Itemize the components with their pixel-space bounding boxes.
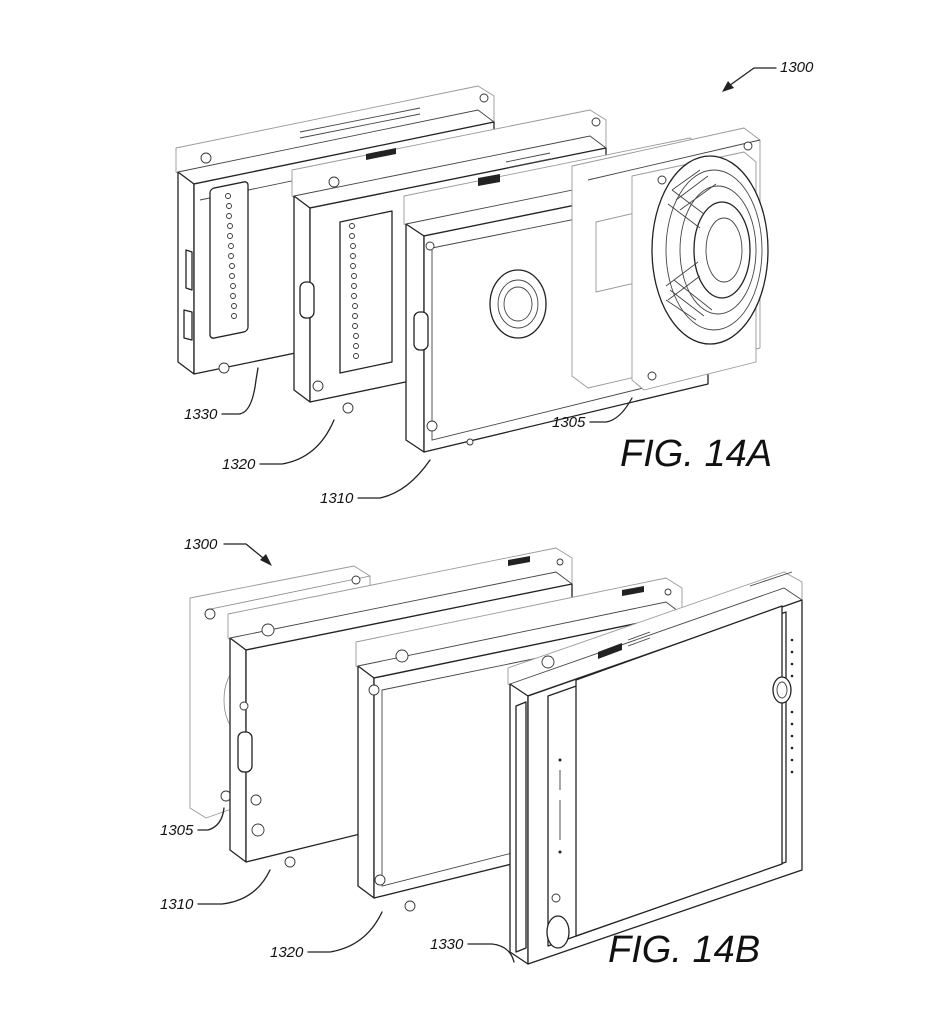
ref-1320-fig14b: 1320 bbox=[270, 944, 304, 961]
shutter-ring bbox=[489, 269, 547, 339]
module-1330-fig14b bbox=[507, 571, 803, 965]
leader-1305-fig14b: 1305 bbox=[160, 807, 225, 839]
connector-holes bbox=[349, 223, 359, 359]
ref-1300-fig14a: 1300 bbox=[780, 59, 814, 76]
connector-holes bbox=[225, 193, 237, 319]
caption-fig-14a: FIG. 14A bbox=[620, 433, 772, 475]
figure-14b: 1300 1305 1310 1320 1330 FIG. 14B bbox=[160, 536, 803, 971]
ref-1300-fig14b: 1300 bbox=[184, 536, 218, 553]
ref-1330-fig14a: 1330 bbox=[184, 406, 218, 423]
leader-1300-fig14a: 1300 bbox=[722, 59, 814, 92]
ref-1310-fig14b: 1310 bbox=[160, 896, 194, 913]
home-button bbox=[546, 915, 570, 949]
display-holes bbox=[790, 638, 794, 774]
ref-1320-fig14a: 1320 bbox=[222, 456, 256, 473]
leader-1310-fig14b: 1310 bbox=[160, 869, 271, 913]
ref-1305-fig14b: 1305 bbox=[160, 822, 194, 839]
ref-1310-fig14a: 1310 bbox=[320, 490, 354, 507]
leader-1320-fig14a: 1320 bbox=[222, 419, 335, 473]
ref-1305-fig14a: 1305 bbox=[552, 414, 586, 431]
leader-1300-fig14b: 1300 bbox=[184, 536, 272, 566]
leader-1320-fig14b: 1320 bbox=[270, 911, 383, 961]
figure-14a: 1300 1330 1320 1310 1305 FIG. 14A bbox=[175, 59, 814, 507]
leader-1310-fig14a: 1310 bbox=[320, 459, 431, 507]
leader-1330-fig14b: 1330 bbox=[430, 936, 515, 963]
leader-1305-fig14a: 1305 bbox=[552, 397, 633, 431]
display-screen bbox=[575, 605, 783, 937]
leader-1330-fig14a: 1330 bbox=[184, 367, 259, 423]
caption-fig-14b: FIG. 14B bbox=[608, 929, 760, 971]
ref-1330-fig14b: 1330 bbox=[430, 936, 464, 953]
lens-barrel bbox=[651, 155, 769, 345]
camera-module-1305-fig14a bbox=[571, 127, 769, 391]
